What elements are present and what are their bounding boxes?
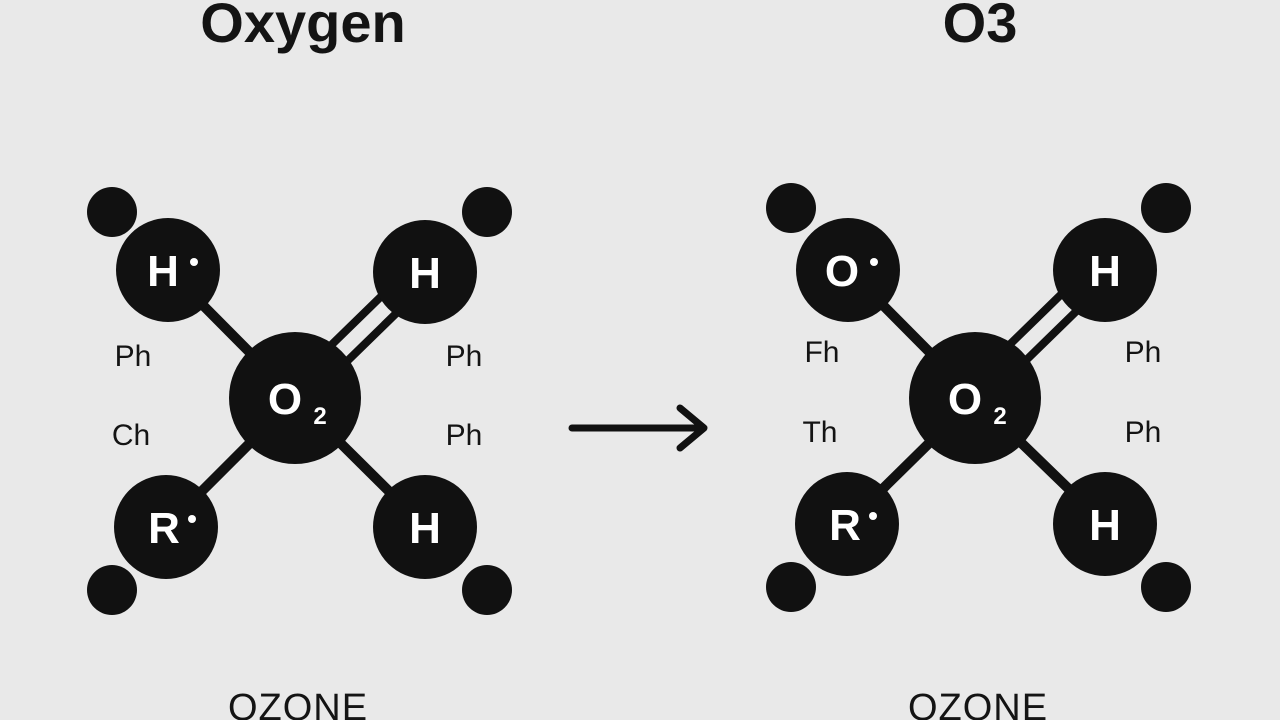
- right-atom-top-right-label: H: [1089, 247, 1121, 296]
- left-atom-top-left-radical-icon: [190, 258, 198, 266]
- right-dot-bottom-right: [1141, 562, 1191, 612]
- left-atom-bottom-right-label: H: [409, 504, 441, 553]
- right-atom-top-right: H: [1053, 218, 1157, 322]
- left-title: Oxygen: [200, 0, 405, 54]
- right-dot-bottom-left: [766, 562, 816, 612]
- left-atom-bottom-left: R: [114, 475, 218, 579]
- left-molecule: Oxygen H H R H: [87, 0, 512, 720]
- left-atom-top-left-label: H: [147, 247, 179, 296]
- right-atom-bottom-right: H: [1053, 472, 1157, 576]
- right-atom-top-left-label: O: [825, 247, 859, 296]
- right-atom-top-left-radical-icon: [870, 258, 878, 266]
- right-molecule: O3 O H R H: [766, 0, 1191, 720]
- right-atom-bottom-left-radical-icon: [869, 512, 877, 520]
- left-atom-bottom-left-label: R: [148, 504, 180, 553]
- left-center-symbol: O: [268, 375, 302, 424]
- right-atom-bottom-left-label: R: [829, 501, 861, 550]
- left-atom-top-right: H: [373, 220, 477, 324]
- right-atom-top-left: O: [796, 218, 900, 322]
- left-label-left-lower: Ch: [112, 419, 150, 452]
- right-label-left-upper: Fh: [804, 336, 839, 369]
- left-atom-top-right-label: H: [409, 249, 441, 298]
- right-label-right-upper: Ph: [1125, 336, 1162, 369]
- left-center-atom: O 2: [229, 332, 361, 464]
- right-dot-top-left: [766, 183, 816, 233]
- right-label-right-lower: Ph: [1125, 416, 1162, 449]
- right-caption: OZONE: [908, 687, 1048, 720]
- right-center-atom: O 2: [909, 332, 1041, 464]
- right-atom-bottom-right-label: H: [1089, 501, 1121, 550]
- right-center-symbol: O: [948, 375, 982, 424]
- left-dot-top-left: [87, 187, 137, 237]
- left-atom-top-left: H: [116, 218, 220, 322]
- right-title: O3: [943, 0, 1018, 54]
- left-label-right-lower: Ph: [446, 419, 483, 452]
- reaction-arrow-icon: [568, 404, 708, 452]
- left-dot-bottom-right: [462, 565, 512, 615]
- left-atom-bottom-right: H: [373, 475, 477, 579]
- left-center-subscript: 2: [313, 403, 326, 430]
- left-atom-bottom-left-radical-icon: [188, 515, 196, 523]
- right-center-subscript: 2: [993, 403, 1006, 430]
- left-dot-top-right: [462, 187, 512, 237]
- left-dot-bottom-left: [87, 565, 137, 615]
- left-caption: OZONE: [228, 687, 368, 720]
- left-label-left-upper: Ph: [115, 340, 152, 373]
- left-label-right-upper: Ph: [446, 340, 483, 373]
- right-dot-top-right: [1141, 183, 1191, 233]
- right-label-left-lower: Th: [802, 416, 837, 449]
- right-atom-bottom-left: R: [795, 472, 899, 576]
